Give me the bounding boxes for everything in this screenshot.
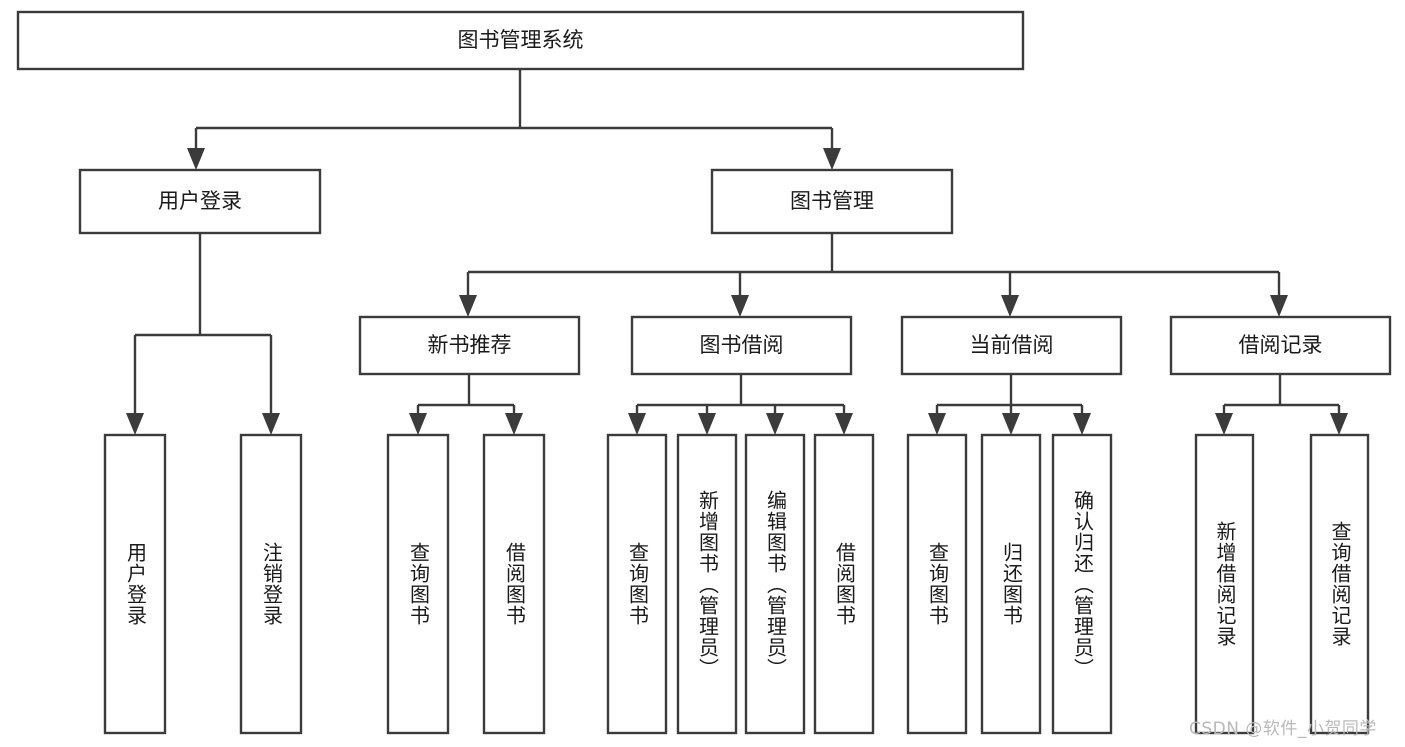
arrowhead-current-leaf3 xyxy=(1073,413,1091,435)
node-box-book-borrow[interactable] xyxy=(630,315,853,376)
arrowhead-record-leaf1 xyxy=(1215,413,1233,435)
arrowhead-current-leaf2 xyxy=(1002,413,1020,435)
node-box-leaf-new-query-book[interactable] xyxy=(386,433,450,735)
arrowhead-borrow-leaf4 xyxy=(835,413,853,435)
node-box-root[interactable] xyxy=(16,10,1025,71)
arrowhead-new-leaf2 xyxy=(505,413,523,435)
arrowhead-current-leaf1 xyxy=(928,413,946,435)
node-box-leaf-borrow-query-book[interactable] xyxy=(606,433,668,735)
node-box-user-login[interactable] xyxy=(78,168,322,235)
arrowhead-user-login-leaf2 xyxy=(262,413,280,435)
node-box-leaf-user-login[interactable] xyxy=(103,433,167,735)
arrowhead-user-login-leaf1 xyxy=(126,413,144,435)
node-box-leaf-borrow-edit-book[interactable] xyxy=(744,433,806,735)
node-box-leaf-user-logout[interactable] xyxy=(239,433,303,735)
arrowhead-record-leaf2 xyxy=(1330,413,1348,435)
arrowhead-borrow-leaf2 xyxy=(698,413,716,435)
node-box-book-management[interactable] xyxy=(710,168,954,235)
node-box-new-book-recommend[interactable] xyxy=(358,315,581,376)
node-box-borrow-record[interactable] xyxy=(1169,315,1392,376)
arrowhead-root-to-book-management xyxy=(823,148,841,170)
node-box-leaf-current-return-book[interactable] xyxy=(980,433,1042,735)
arrowhead-borrow-leaf3 xyxy=(766,413,784,435)
arrowhead-new-leaf1 xyxy=(409,413,427,435)
arrowhead-bm-new xyxy=(459,295,477,317)
arrowhead-borrow-leaf1 xyxy=(628,413,646,435)
node-box-leaf-current-confirm-return[interactable] xyxy=(1051,433,1113,735)
node-box-leaf-record-add[interactable] xyxy=(1194,433,1255,735)
node-box-leaf-borrow-add-book[interactable] xyxy=(676,433,738,735)
arrowhead-bm-current xyxy=(1001,295,1019,317)
watermark-text: CSDN @软件_小贺同学 xyxy=(1189,719,1377,739)
node-box-leaf-current-query-book[interactable] xyxy=(906,433,968,735)
arrowhead-bm-record xyxy=(1270,295,1288,317)
arrowhead-bm-borrow xyxy=(731,295,749,317)
arrowhead-root-to-user-login xyxy=(187,148,205,170)
node-box-leaf-record-query[interactable] xyxy=(1309,433,1370,735)
node-box-current-borrow[interactable] xyxy=(900,315,1123,376)
node-box-leaf-borrow-lend-book[interactable] xyxy=(813,433,875,735)
node-box-leaf-new-borrow-book[interactable] xyxy=(482,433,546,735)
